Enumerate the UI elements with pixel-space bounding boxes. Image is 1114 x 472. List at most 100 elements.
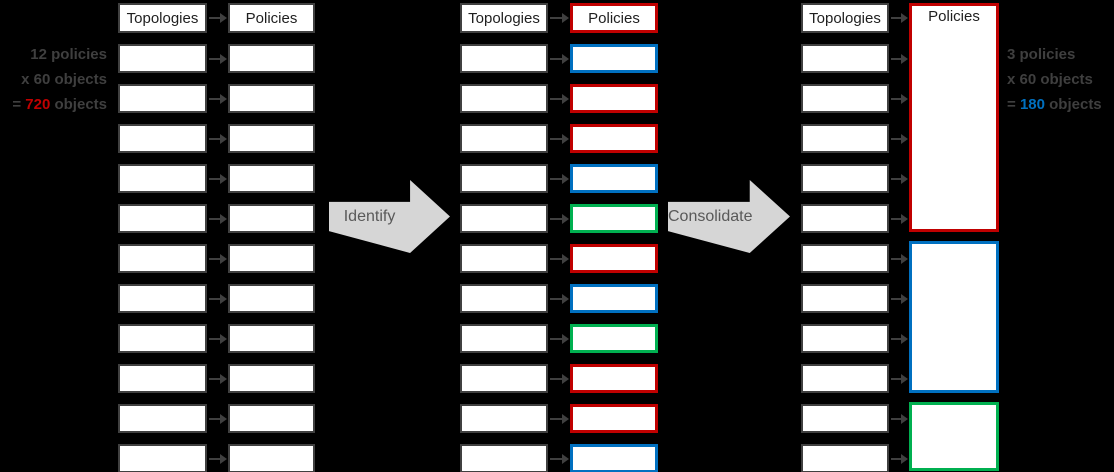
topology-box [801,44,889,73]
flow-arrow-icon [209,413,227,424]
identify-arrow-label: Identify [343,207,396,225]
flow-arrow-icon [209,13,227,23]
consolidate-arrow: Consolidate [668,180,790,253]
equals-prefix: = [1007,96,1020,113]
object-count-value: 180 [1019,96,1045,113]
topology-box [801,244,889,273]
topology-box [460,44,548,73]
topology-box [801,164,889,193]
flow-arrow-icon [550,173,569,184]
topology-box [460,284,548,313]
right-policies-header: Policies [928,8,980,25]
topology-box [118,284,207,313]
policy-box [228,444,315,472]
topology-box [801,444,889,472]
flow-arrow-icon [550,453,569,464]
policy-box [228,364,315,393]
topology-box [460,124,548,153]
consolidate-arrow-label: Consolidate [668,207,753,225]
flow-arrow-icon [550,133,569,144]
flow-arrow-icon [891,13,908,23]
topology-box [118,404,207,433]
topology-box [801,204,889,233]
left-topologies-header: Topologies [118,3,207,33]
flow-arrow-icon [550,253,569,264]
flow-arrow-icon [550,373,569,384]
flow-arrow-icon [891,53,908,64]
middle-policies-header: Policies [570,3,658,33]
flow-arrow-icon [891,253,908,264]
flow-arrow-icon [891,213,908,224]
flow-arrow-icon [550,293,569,304]
policy-box [570,244,658,273]
flow-arrow-icon [550,53,569,64]
flow-arrow-icon [891,453,908,464]
policy-box [570,284,658,313]
annotation-line: 3 policies [1007,46,1076,63]
flow-arrow-icon [209,373,227,384]
topology-box [460,204,548,233]
policy-box [570,444,658,472]
flow-arrow-icon [209,93,227,104]
policy-box [228,84,315,113]
policy-box [570,44,658,73]
policy-box [228,164,315,193]
flow-arrow-icon [891,413,908,424]
flow-arrow-icon [209,133,227,144]
policy-box [570,204,658,233]
topology-box [801,404,889,433]
consolidated-policy-group [909,241,999,393]
flow-arrow-icon [209,253,227,264]
topology-box [118,84,207,113]
topology-box [801,364,889,393]
annotation-line: x 60 objects [1007,71,1093,88]
flow-arrow-icon [891,373,908,384]
consolidated-policy-group [909,3,999,232]
right-annotation: 3 policies x 60 objects = 180 objects [1007,42,1113,117]
topology-box [118,44,207,73]
flow-arrow-icon [891,93,908,104]
topology-box [118,124,207,153]
flow-arrow-icon [550,333,569,344]
flow-arrow-icon [209,53,227,64]
policy-box [228,324,315,353]
topology-box [460,444,548,472]
flow-arrow-icon [209,293,227,304]
identify-arrow: Identify [329,180,450,253]
flow-arrow-icon [209,213,227,224]
flow-arrow-icon [209,453,227,464]
middle-topologies-header: Topologies [460,3,548,33]
flow-arrow-icon [550,413,569,424]
policy-box [228,284,315,313]
policy-box [570,324,658,353]
topology-box [118,324,207,353]
flow-arrow-icon [891,333,908,344]
flow-arrow-icon [550,93,569,104]
topology-box [118,164,207,193]
topology-box [460,364,548,393]
policy-box [570,364,658,393]
topology-box [801,124,889,153]
topology-box [460,404,548,433]
policy-box [228,244,315,273]
policy-box [228,204,315,233]
flow-arrow-icon [550,13,569,23]
left-policies-header: Policies [228,3,315,33]
policy-box [570,164,658,193]
policy-box [228,44,315,73]
policy-box [570,84,658,113]
objects-suffix: objects [50,96,107,113]
flow-arrow-icon [209,333,227,344]
flow-arrow-icon [891,173,908,184]
flow-arrow-icon [209,173,227,184]
object-count-value: 720 [25,96,51,113]
flow-arrow-icon [550,213,569,224]
objects-suffix: objects [1044,96,1102,113]
topology-box [801,84,889,113]
topology-box [118,244,207,273]
annotation-line: 12 policies [30,46,107,63]
policy-box [570,124,658,153]
topology-box [801,284,889,313]
topology-box [801,324,889,353]
